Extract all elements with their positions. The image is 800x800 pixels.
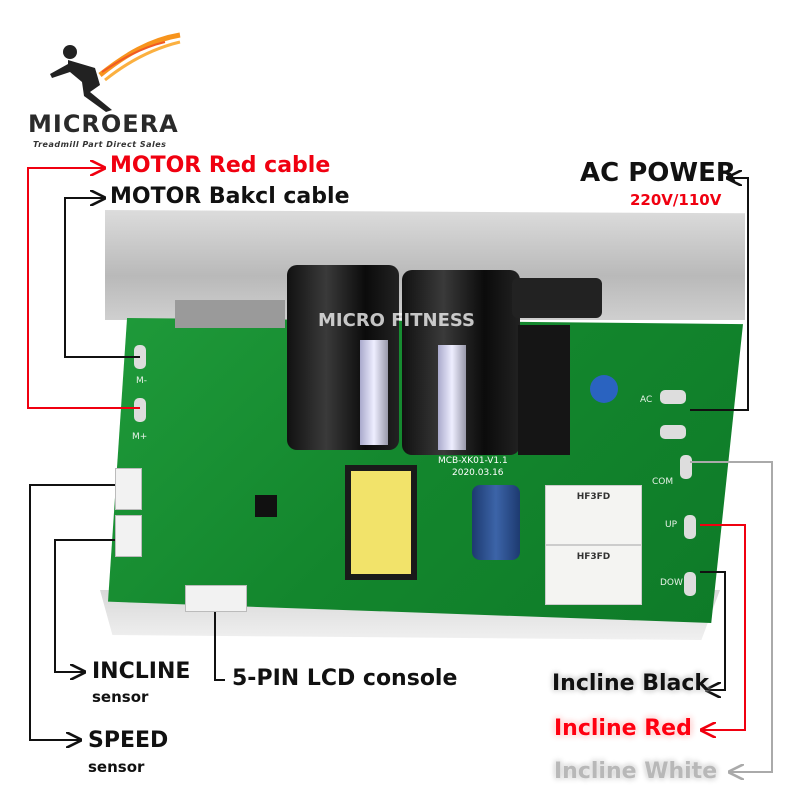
electrolytic-cap — [472, 485, 520, 560]
capacitor-band — [360, 340, 388, 445]
relay-up: HF3FD — [545, 485, 642, 545]
ic-chip — [255, 495, 277, 517]
incline-black-line — [700, 571, 726, 690]
speed-sensor-sublabel: sensor — [88, 758, 145, 776]
brand-tagline: Treadmill Part Direct Sales — [33, 140, 167, 149]
motor-black-label: MOTOR Bakcl cable — [110, 184, 350, 209]
lcd-console-connector — [185, 585, 247, 612]
ac-terminal — [660, 425, 686, 439]
silk-m-minus: M- — [136, 376, 148, 386]
ac-power-label: AC POWER — [580, 158, 736, 188]
speed-sensor-connector — [115, 515, 142, 557]
ac-power-line — [690, 178, 749, 411]
brand-logo: MICROERA Treadmill Part Direct Sales — [28, 30, 185, 149]
motor-terminal — [134, 398, 146, 422]
bracket — [175, 300, 285, 328]
incline-terminal — [684, 572, 696, 596]
incline-white-label: Incline White — [554, 759, 718, 784]
silk-date: 2020.03.16 — [452, 468, 504, 478]
motor-black-line — [64, 198, 140, 358]
lcd-console-label: 5-PIN LCD console — [232, 666, 458, 691]
motor-red-line — [27, 168, 140, 409]
ac-voltage-label: 220V/110V — [630, 191, 722, 209]
incline-terminal — [684, 515, 696, 539]
incline-black-label: Incline Black — [552, 671, 710, 696]
transformer — [345, 465, 417, 580]
silk-up: UP — [665, 520, 678, 530]
motor-red-label: MOTOR Red cable — [110, 153, 331, 178]
incline-sensor-connector — [115, 468, 142, 510]
ac-terminal — [660, 390, 686, 404]
silk-model: MCB-XK01-V1.1 — [438, 456, 508, 466]
silk-dow: DOW — [660, 578, 683, 588]
board-watermark: MICRO FITNESS — [318, 310, 475, 331]
incline-sensor-line — [54, 539, 115, 672]
speed-sensor-label: SPEED — [88, 728, 169, 753]
silk-m-plus: M+ — [132, 432, 148, 442]
speed-sensor-line — [29, 484, 115, 740]
incline-terminal — [680, 455, 692, 479]
incline-white-line — [690, 461, 773, 772]
runner-logo-icon — [50, 32, 181, 112]
capacitor-band — [438, 345, 466, 450]
incline-red-line — [700, 524, 746, 730]
ac-varistor — [590, 375, 618, 403]
silk-com: COM — [652, 477, 674, 487]
relay-down: HF3FD — [545, 545, 642, 605]
incline-red-label: Incline Red — [554, 716, 692, 741]
silk-ac: AC — [640, 395, 653, 405]
lcd-console-line — [214, 612, 225, 681]
brand-name: MICROERA — [28, 110, 179, 138]
incline-sensor-sublabel: sensor — [92, 688, 149, 706]
ac-fuse-holder — [512, 278, 602, 318]
incline-sensor-label: INCLINE — [92, 659, 191, 684]
power-switch — [518, 325, 570, 455]
